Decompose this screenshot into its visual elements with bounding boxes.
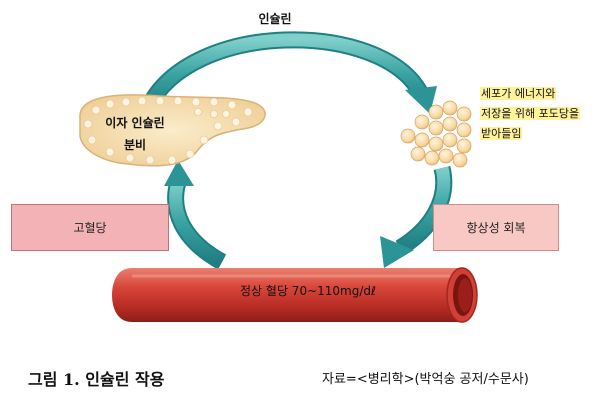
blood-vessel-illustration — [112, 267, 478, 323]
pancreas-illustration — [79, 94, 266, 167]
cell-text-line1: 세포가 에너지와 — [480, 87, 557, 100]
homeostasis-label: 항상성 회복 — [466, 221, 526, 235]
pancreas-label-line2: 분비 — [123, 138, 147, 152]
cell-uptake-text: 세포가 에너지와 저장을 위해 포도당을 받아들임 — [480, 84, 598, 144]
cell-text-line2: 저장을 위해 포도당을 — [480, 107, 581, 120]
insulin-arrow-top — [140, 31, 437, 114]
high-glucose-box: 고혈당 — [11, 204, 169, 251]
figure-caption: 그림 1. 인슐린 작용 — [28, 370, 165, 389]
figure-source: 자료=<병리학>(박억숭 공저/수문사) — [322, 372, 529, 387]
insulin-label: 인슐린 — [258, 12, 292, 26]
high-glucose-arrow-left — [164, 160, 227, 270]
cell-cluster-illustration — [400, 100, 472, 168]
pancreas-label: 이자 인슐린 분비 — [70, 112, 200, 156]
high-glucose-label: 고혈당 — [73, 221, 107, 235]
normal-glucose-label: 정상 혈당 70~110mg/dℓ — [240, 284, 376, 298]
homeostasis-box: 항상성 회복 — [433, 204, 559, 251]
cell-text-line3: 받아들임 — [480, 127, 523, 140]
pancreas-label-line1: 이자 인슐린 — [105, 116, 165, 130]
